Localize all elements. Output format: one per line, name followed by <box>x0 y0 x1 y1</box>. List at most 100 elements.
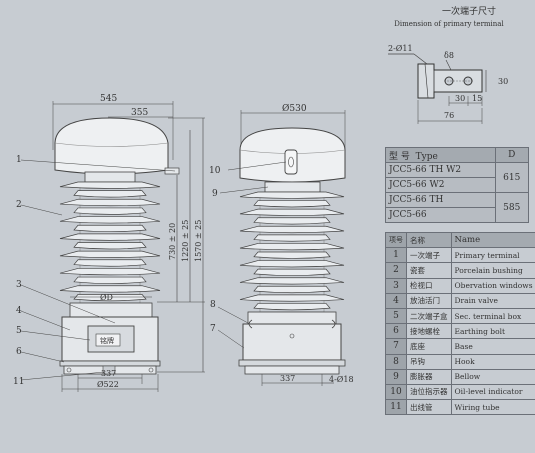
front-view: 545 355 ØD 铭牌 730 ± 20 1220 ± 25 1570 ± … <box>13 94 205 392</box>
legend-item-cn: 接地螺栓 <box>406 323 452 340</box>
legend-item-no: 7 <box>385 338 407 355</box>
front-dim-upper-offset: 355 <box>131 108 148 118</box>
terminal-thickness: δ8 <box>444 51 454 60</box>
front-nameplate-text: 铭牌 <box>100 336 114 345</box>
legend-item-en: Primary terminal <box>450 247 535 264</box>
legend-item-no: 5 <box>385 307 407 325</box>
table-row: JCC5-66 <box>385 207 529 223</box>
porcelain-shed <box>59 216 161 224</box>
side-view: Ø530 337 4-Ø18 10 9 8 7 <box>209 103 354 386</box>
porcelain-shed <box>73 242 147 250</box>
d-cell: 615 <box>494 162 530 193</box>
legend-item-cn: 底座 <box>406 338 452 355</box>
legend-item-no: 6 <box>385 323 407 340</box>
terminal-detail: 一次端子尺寸 Dimension of primary terminal 2-Ø… <box>388 5 508 124</box>
porcelain-shed <box>73 224 147 233</box>
terminal-dim-height: 30 <box>498 77 508 86</box>
porcelain-shed <box>59 285 161 293</box>
legend-item-en: Drain valve <box>450 292 535 309</box>
type-header-cn: 型 号 <box>389 151 410 162</box>
side-porcelain-bushing <box>239 191 345 313</box>
side-hook <box>248 319 336 329</box>
terminal-title-en: Dimension of primary terminal <box>394 20 504 28</box>
legend-item-no: 3 <box>385 277 407 294</box>
porcelain-shed <box>253 268 331 276</box>
legend-item-en: Earthing bolt <box>450 323 535 340</box>
legend-item-no: 1 <box>385 247 407 264</box>
porcelain-shed <box>239 243 345 251</box>
legend-header-no: 项号 <box>385 231 407 249</box>
type-table: 型 号 Type D JCC5-66 TH W2 615 JCC5-66 W2 … <box>385 147 530 223</box>
terminal-dim-hole-spacing: 30 <box>455 94 465 103</box>
porcelain-shed <box>253 200 331 208</box>
type-cell: JCC5-66 W2 <box>385 177 496 193</box>
legend-item-en: Wiring tube <box>450 399 535 416</box>
legend-item-cn: 膨胀器 <box>406 368 452 385</box>
porcelain-shed <box>59 181 161 189</box>
type-cell: JCC5-66 TH W2 <box>385 162 496 178</box>
legend-item-en: Hook <box>450 353 535 370</box>
front-dim-h1: 730 ± 20 <box>168 223 177 260</box>
terminal-dim-width: 76 <box>444 111 454 120</box>
porcelain-shed <box>239 208 345 216</box>
legend-item-cn: 放油活门 <box>406 292 452 309</box>
front-callout-3: 3 <box>16 280 22 290</box>
side-dim-top-dia: Ø530 <box>282 103 307 114</box>
porcelain-shed <box>59 250 161 258</box>
legend-item-en: Base <box>450 338 535 355</box>
legend-item-cn: 一次端子 <box>406 247 452 264</box>
legend-item-cn: 瓷套 <box>406 262 452 279</box>
front-callout-6: 6 <box>16 347 22 357</box>
legend-item-no: 2 <box>385 262 407 279</box>
type-table-header: 型 号 Type D <box>385 147 530 163</box>
legend-item-en: Oil-level indicator <box>450 383 535 401</box>
legend-item-cn: 二次端子盒 <box>406 307 452 325</box>
front-dim-h2: 1220 ± 25 <box>181 220 190 262</box>
porcelain-shed <box>73 276 147 284</box>
legend-item-en: Bellow <box>450 368 535 385</box>
porcelain-shed <box>239 277 345 285</box>
legend-item-en: Porcelain bushing <box>450 262 535 279</box>
legend-header: 项号 名称 Name <box>385 231 535 249</box>
terminal-title-cn: 一次端子尺寸 <box>442 5 496 17</box>
porcelain-shed <box>239 260 345 268</box>
porcelain-shed <box>239 191 345 199</box>
front-callout-5: 5 <box>16 326 22 336</box>
porcelain-shed <box>59 198 161 207</box>
porcelain-shed <box>253 285 331 294</box>
porcelain-shed <box>239 225 345 234</box>
table-row: JCC5-66 TH 585 <box>385 192 530 223</box>
legend-item-cn: 吊钩 <box>406 353 452 370</box>
front-porcelain-bushing <box>59 181 161 304</box>
legend-item-cn: 出线管 <box>406 399 452 416</box>
front-callout-1: 1 <box>16 155 22 165</box>
type-cell: JCC5-66 TH <box>385 192 496 208</box>
side-callout-7: 7 <box>210 324 216 334</box>
front-callout-4: 4 <box>16 306 22 316</box>
legend-item-en: Obervation windows <box>450 277 535 294</box>
porcelain-shed <box>239 294 345 302</box>
porcelain-shed <box>73 207 147 215</box>
legend-header-en: Name <box>450 231 535 249</box>
front-nameplate <box>95 333 121 347</box>
porcelain-shed <box>59 268 161 276</box>
front-callout-2: 2 <box>16 200 22 210</box>
legend-item-no: 11 <box>385 399 407 416</box>
porcelain-shed <box>73 294 147 302</box>
front-dim-base-dia: Ø522 <box>97 380 119 389</box>
side-callout-9: 9 <box>212 189 218 199</box>
front-wiring-tube <box>102 365 116 375</box>
side-dim-holes: 4-Ø18 <box>329 375 354 384</box>
legend-item-no: 10 <box>385 383 407 401</box>
front-dome-cap <box>54 117 169 175</box>
legend-item-no: 9 <box>385 368 407 385</box>
porcelain-shed <box>73 259 147 267</box>
